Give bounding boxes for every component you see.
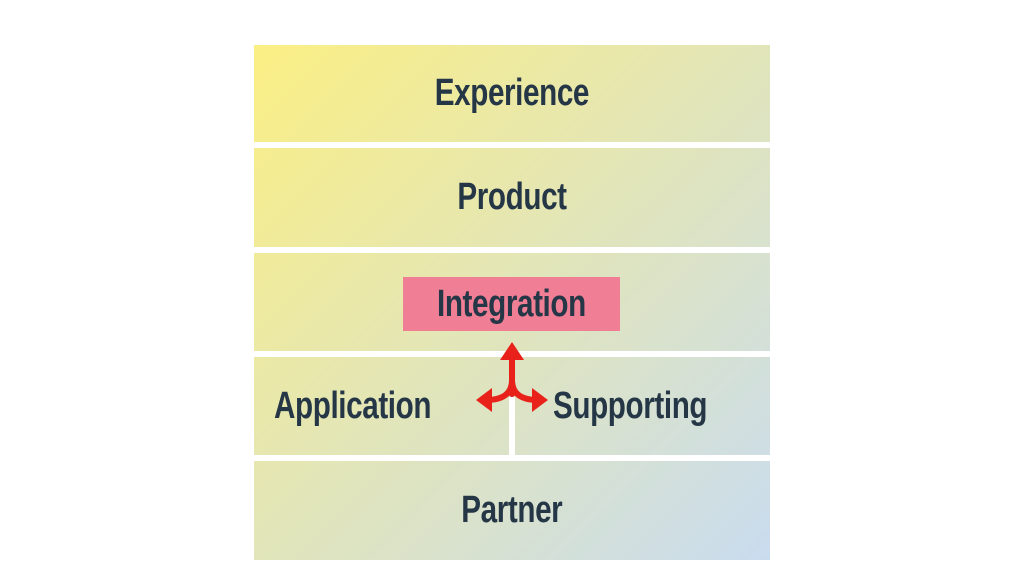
integration-highlight: Integration	[403, 277, 620, 331]
layer-partner-label: Partner	[461, 489, 563, 531]
divider	[254, 455, 770, 461]
layer-partner: Partner	[254, 461, 770, 560]
divider	[254, 247, 770, 253]
layer-application-label: Application	[274, 384, 432, 427]
layer-integration-label: Integration	[437, 282, 586, 325]
layer-stack: Experience Product Integration Applicati…	[254, 45, 770, 560]
layer-supporting: Supporting	[553, 357, 751, 455]
layer-integration: Integration	[254, 253, 770, 351]
split-divider	[509, 397, 515, 455]
layer-application: Application	[274, 357, 475, 455]
layer-supporting-label: Supporting	[553, 384, 708, 427]
layer-experience-label: Experience	[434, 72, 590, 114]
layer-experience: Experience	[254, 45, 770, 142]
layer-product-label: Product	[457, 176, 567, 218]
layer-application-supporting: Application Supporting	[254, 357, 770, 455]
layer-product: Product	[254, 148, 770, 247]
divider	[254, 142, 770, 148]
